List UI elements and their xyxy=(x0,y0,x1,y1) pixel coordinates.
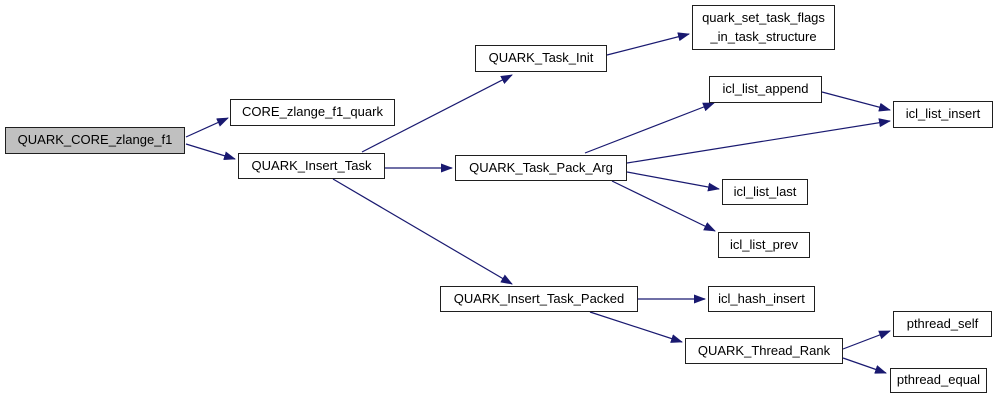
node-QUARK_Task_Pack_Arg[interactable]: QUARK_Task_Pack_Arg xyxy=(455,155,627,181)
node-icl_hash_insert[interactable]: icl_hash_insert xyxy=(708,286,815,312)
node-pthread_self[interactable]: pthread_self xyxy=(893,311,992,337)
edge-QUARK_Task_Init-to-quark_set_task_flags_in_task_structure xyxy=(606,32,690,56)
edge-QUARK_Task_Pack_Arg-to-icl_list_append xyxy=(584,102,715,154)
edge-QUARK_Thread_Rank-to-pthread_equal xyxy=(842,357,887,374)
edge-QUARK_Task_Pack_Arg-to-icl_list_prev xyxy=(611,180,716,232)
edge-QUARK_CORE_zlange_f1-to-QUARK_Insert_Task xyxy=(185,143,236,161)
edge-QUARK_CORE_zlange_f1-to-CORE_zlange_f1_quark xyxy=(185,117,229,138)
edge-QUARK_Task_Pack_Arg-to-icl_list_last xyxy=(626,171,720,192)
node-icl_list_insert[interactable]: icl_list_insert xyxy=(893,101,993,128)
edge-QUARK_Thread_Rank-to-pthread_self xyxy=(842,330,891,350)
edge-QUARK_Insert_Task_Packed-to-QUARK_Thread_Rank xyxy=(589,311,683,343)
edge-icl_list_append-to-icl_list_insert xyxy=(821,91,891,112)
node-pthread_equal[interactable]: pthread_equal xyxy=(890,368,987,393)
node-QUARK_Task_Init[interactable]: QUARK_Task_Init xyxy=(475,45,607,72)
node-icl_list_prev[interactable]: icl_list_prev xyxy=(718,232,810,258)
edge-QUARK_Task_Pack_Arg-to-icl_list_insert xyxy=(626,118,891,164)
node-CORE_zlange_f1_quark[interactable]: CORE_zlange_f1_quark xyxy=(230,99,395,126)
edge-QUARK_Insert_Task-to-QUARK_Insert_Task_Packed xyxy=(332,178,513,285)
node-QUARK_Insert_Task_Packed[interactable]: QUARK_Insert_Task_Packed xyxy=(440,286,638,312)
node-QUARK_Thread_Rank[interactable]: QUARK_Thread_Rank xyxy=(685,338,843,364)
node-QUARK_Insert_Task[interactable]: QUARK_Insert_Task xyxy=(238,153,385,179)
node-icl_list_append[interactable]: icl_list_append xyxy=(709,76,822,103)
node-quark_set_task_flags_in_task_structure[interactable]: quark_set_task_flags _in_task_structure xyxy=(692,5,835,50)
edge-QUARK_Insert_Task-to-QUARK_Task_Init xyxy=(361,74,513,153)
node-QUARK_CORE_zlange_f1: QUARK_CORE_zlange_f1 xyxy=(5,127,185,154)
node-icl_list_last[interactable]: icl_list_last xyxy=(722,179,808,205)
